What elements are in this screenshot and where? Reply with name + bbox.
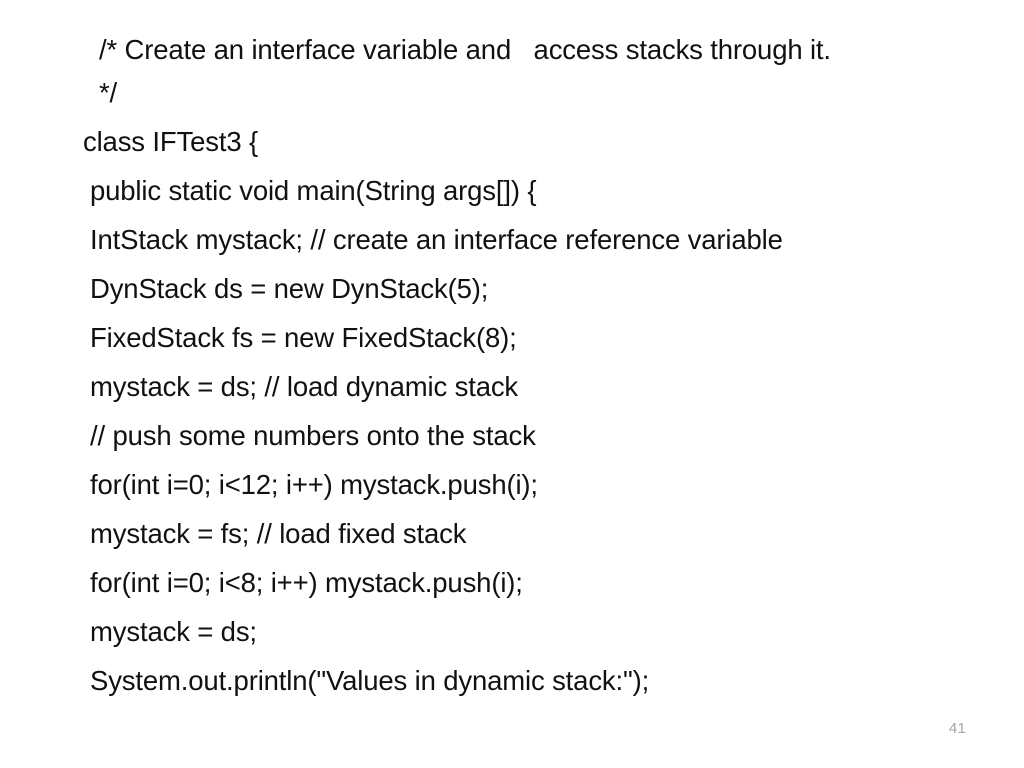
page-number: 41 [948,720,966,737]
code-line: // push some numbers onto the stack [90,420,536,451]
code-line: for(int i=0; i<12; i++) mystack.push(i); [90,469,538,500]
code-line: IntStack mystack; // create an interface… [90,224,783,255]
code-line: for(int i=0; i<8; i++) mystack.push(i); [90,567,523,598]
code-line: mystack = ds; // load dynamic stack [90,371,519,402]
code-line: /* Create an interface variable and acce… [99,34,831,65]
code-line: public static void main(String args[]) { [90,175,537,206]
code-line: FixedStack fs = new FixedStack(8); [90,322,517,353]
code-line: class IFTest3 { [83,126,259,157]
code-line: System.out.println("Values in dynamic st… [90,665,650,696]
code-line: mystack = ds; [90,616,257,647]
code-line: mystack = fs; // load fixed stack [90,518,467,549]
code-line: */ [99,77,118,108]
code-line: DynStack ds = new DynStack(5); [90,273,489,304]
